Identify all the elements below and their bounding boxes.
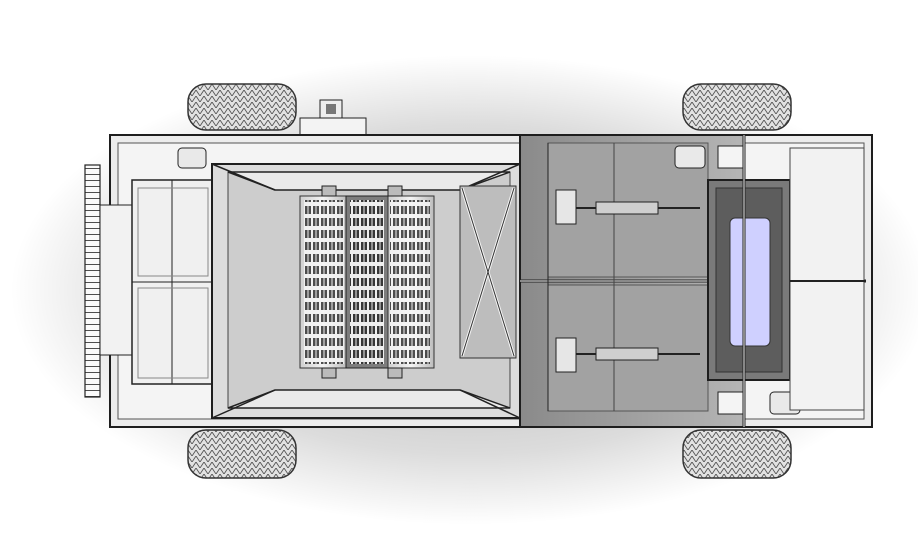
front-hopper [131, 179, 213, 385]
wheel-front-right [682, 83, 792, 131]
discharge-opening [729, 217, 771, 347]
drive-motor-top [299, 99, 367, 141]
front-bracket [99, 204, 133, 356]
hydraulic-cylinder-upper [555, 189, 700, 225]
cross-brace [459, 185, 517, 359]
discharge-bin [707, 135, 791, 427]
crusher-roll-right [387, 195, 435, 369]
hydraulic-cylinder-lower [555, 337, 700, 373]
wheel-rear-left [187, 429, 297, 479]
front-comb-rack [84, 164, 101, 398]
wheel-rear-right [682, 429, 792, 479]
motor-top-left [177, 147, 207, 169]
rear-extension [789, 147, 865, 411]
crusher-roll-left [299, 195, 347, 369]
wheel-front-left [187, 83, 297, 131]
motor-top-right [674, 145, 745, 169]
crusher-roll-center [345, 195, 389, 369]
